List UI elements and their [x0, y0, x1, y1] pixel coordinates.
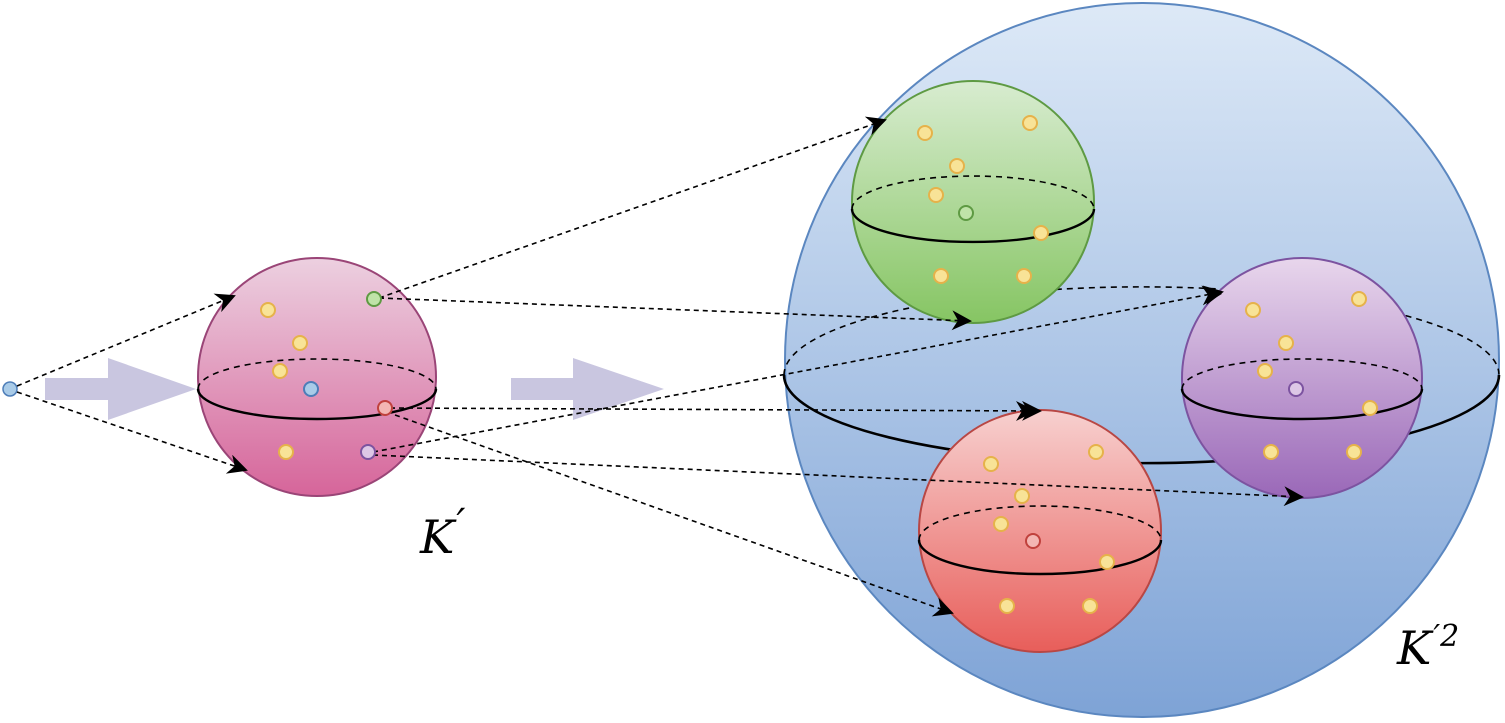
yellow-point — [1033, 225, 1049, 241]
pink-equator-front — [196, 388, 438, 421]
yellow-point — [292, 335, 308, 351]
pink-sphere-points — [260, 302, 308, 460]
arrow-pink-red-to-equator — [389, 400, 1042, 421]
yellow-point — [1088, 444, 1104, 460]
label-k-prime: K′ — [419, 501, 465, 564]
yellow-point — [1351, 291, 1367, 307]
yellow-point — [983, 456, 999, 472]
red-sphere-points — [983, 444, 1115, 614]
yellow-point — [1245, 302, 1261, 318]
yellow-point — [1099, 554, 1115, 570]
yellow-point — [949, 158, 965, 174]
pink-sphere — [197, 257, 437, 497]
yellow-point — [1257, 363, 1273, 379]
yellow-point — [1263, 444, 1279, 460]
red-sphere — [918, 409, 1162, 653]
yellow-point — [993, 516, 1009, 532]
green-center-point — [958, 205, 974, 221]
pink-point-red — [377, 400, 393, 416]
yellow-point — [1082, 598, 1098, 614]
yellow-point — [260, 302, 276, 318]
purple-sphere-points — [1245, 291, 1378, 460]
yellow-point — [1278, 335, 1294, 351]
yellow-point — [933, 268, 949, 284]
yellow-point — [1362, 400, 1378, 416]
green-equator-front — [850, 208, 1096, 244]
yellow-point — [999, 598, 1015, 614]
red-center-point — [1025, 533, 1041, 549]
pink-equator-back — [197, 358, 437, 390]
origin-node — [2, 381, 18, 397]
purple-center-point — [1288, 381, 1304, 397]
pink-point-blue — [303, 381, 319, 397]
arrow-origin-to-pink-bottom — [16, 391, 248, 474]
label-k-prime-squared: K′2 — [1396, 619, 1459, 675]
yellow-point — [1346, 444, 1362, 460]
mapping-arrows — [16, 116, 1304, 617]
yellow-point — [272, 363, 288, 379]
pink-point-purple — [360, 444, 376, 460]
arrow-origin-to-pink-top — [16, 293, 236, 387]
block-arrow-left — [45, 358, 196, 420]
yellow-point — [1016, 268, 1032, 284]
yellow-point — [1014, 488, 1030, 504]
green-sphere — [851, 80, 1095, 324]
big-equator-front — [782, 374, 1501, 465]
purple-equator-front — [1180, 388, 1424, 421]
block-arrow-right — [511, 358, 664, 420]
purple-sphere — [1181, 257, 1423, 499]
pink-point-green — [366, 291, 382, 307]
yellow-point — [1022, 115, 1038, 131]
yellow-point — [928, 187, 944, 203]
yellow-point — [917, 125, 933, 141]
green-sphere-points — [917, 115, 1049, 284]
arrow-pink-to-purple-bottom — [372, 454, 1304, 507]
red-equator-front — [917, 539, 1163, 576]
yellow-point — [278, 444, 294, 460]
